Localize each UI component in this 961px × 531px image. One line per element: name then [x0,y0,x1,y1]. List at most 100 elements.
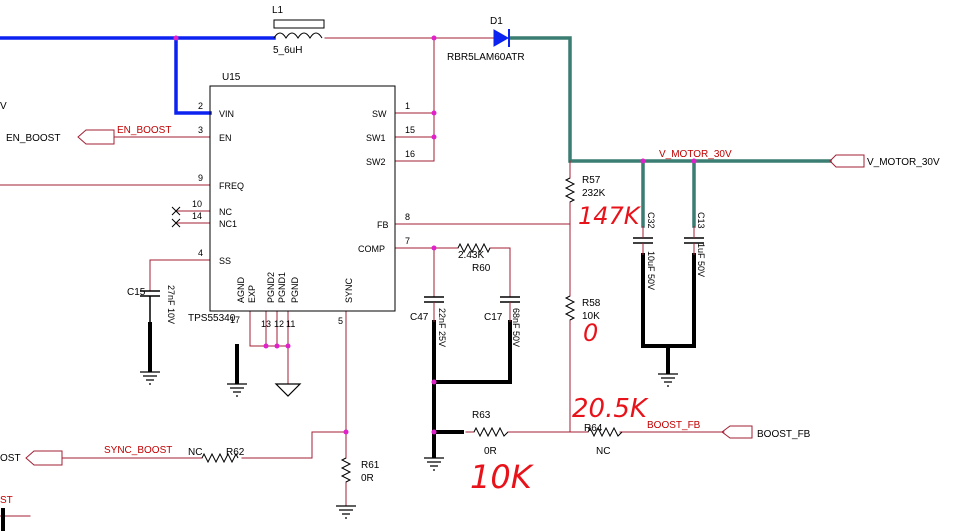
r61-ref: R61 [361,460,380,471]
c32-value: 10uF 50V [646,251,656,290]
ports [25,129,865,466]
boost-fb-port-shape [721,425,753,439]
r62-ref: R62 [226,447,245,458]
vin-bus [0,36,276,115]
capacitor-icon [633,237,653,244]
pin-name: NC [219,207,232,217]
c17-ref: C17 [484,312,503,323]
inductor-l1: L1 5_6uH [272,5,325,56]
pin-num: 9 [198,173,203,183]
v-motor-port-label: V_MOTOR_30V [867,157,940,168]
pin-name: SW [372,109,387,119]
capacitor-thin-leads [433,226,695,322]
l1-ref: L1 [272,5,284,16]
r60-ref: R60 [472,263,491,274]
c17-value: 68nF 50V [511,308,521,347]
c47-ref: C47 [410,312,429,323]
pin-name: SW1 [366,133,386,143]
resistor-icon [564,295,576,321]
pin-name: VIN [219,109,234,119]
pin-num: 2 [198,101,203,111]
wires [0,36,832,531]
d1-value: RBR5LAM60ATR [447,52,525,63]
pin-num: 4 [198,248,203,258]
left-net-fragment: ST [0,495,13,506]
capacitor-labels: C15 27nF 10V C47 22nF 25V C17 68nF 50V C… [127,212,706,347]
ground-icon [140,371,160,385]
pin-name: SS [219,256,231,266]
junction-dot [285,343,291,349]
capacitor-icon [424,296,444,303]
pin-name: SYNC [344,277,354,303]
r57-value: 232K [582,188,606,199]
junction-dot [640,158,646,164]
no-connect-icon [171,218,181,228]
capacitor-icon [500,296,520,303]
pin-name: PGND2 [266,272,276,303]
r60-value: 2.43K [458,250,484,261]
l1-value: 5_6uH [273,45,302,56]
resistor-icon [340,457,352,483]
pgnd-wires [249,310,289,385]
no-connect-marks [171,206,181,228]
sync-boost-port-shape [25,450,63,466]
junction-dot [431,429,437,435]
r64-handwritten-value: 20.5K [572,394,649,424]
pin-name: AGND [236,276,246,303]
en-boost-port-label: EN_BOOST [6,133,60,144]
r63-value: 0R [484,446,497,457]
ground-icon [227,383,247,397]
resistor-labels: R57 232K R58 10K 2.43K R60 R61 0R R62 NC… [188,175,610,484]
resistor-icon [201,452,239,464]
c32-ref: C32 [646,212,656,229]
ss-wire [149,259,211,292]
v-motor-port-shape [829,154,865,168]
pin-num: 15 [405,125,415,135]
r57-handwritten-value: 147K [578,202,642,230]
nc-pin-wires [175,210,211,224]
pin-num: 11 [286,319,295,329]
sync-boost-net-label: SYNC_BOOST [104,445,172,456]
pin-num: 3 [198,125,203,135]
switch-node-wire [324,37,495,162]
c13-value: 1uF 50V [696,243,706,277]
no-connect-icon [171,206,181,216]
pin-num: 12 [274,319,284,329]
junction-dot [431,110,437,116]
vout-bus [508,36,832,228]
c47-value: 22nF 25V [437,308,447,347]
junction-dot [343,429,349,435]
resistors [201,177,623,483]
chassis-ground-icon [274,383,302,397]
pin-name: SW2 [366,157,386,167]
pin-name: PGND [290,276,300,303]
ic-part: TPS55340 [188,313,236,324]
pin-num: 16 [405,149,415,159]
en-boost-net-label: EN_BOOST [117,125,171,136]
r63-handwritten-value: 10K [470,458,535,496]
junction-dot [431,35,437,41]
pin-name: EN [219,133,232,143]
handwritten-annotations: 147K 0 20.5K 10K [470,202,649,496]
junction-dot [274,343,280,349]
junction-dot [691,158,697,164]
r58-ref: R58 [582,298,601,309]
junctions [173,35,697,435]
left-net-fragment: V [0,101,7,112]
ground-symbols [140,371,678,519]
ground-icon [336,505,356,519]
diode-icon [493,29,510,47]
pin-num: 10 [192,199,202,209]
ic-ref: U15 [222,72,241,83]
r64-ref: R64 [584,423,603,434]
pin-num: 17 [230,315,240,325]
c15-value: 27nF 10V [166,285,176,324]
r58-handwritten-value: 0 [583,319,598,347]
c32-c13-gnd-wire [641,253,696,374]
d1-ref: D1 [490,16,503,27]
junction-dot [263,343,269,349]
v-motor-net-label: V_MOTOR_30V [659,149,732,160]
pin-num: 8 [405,212,410,222]
pin-name: PGND1 [277,272,287,303]
